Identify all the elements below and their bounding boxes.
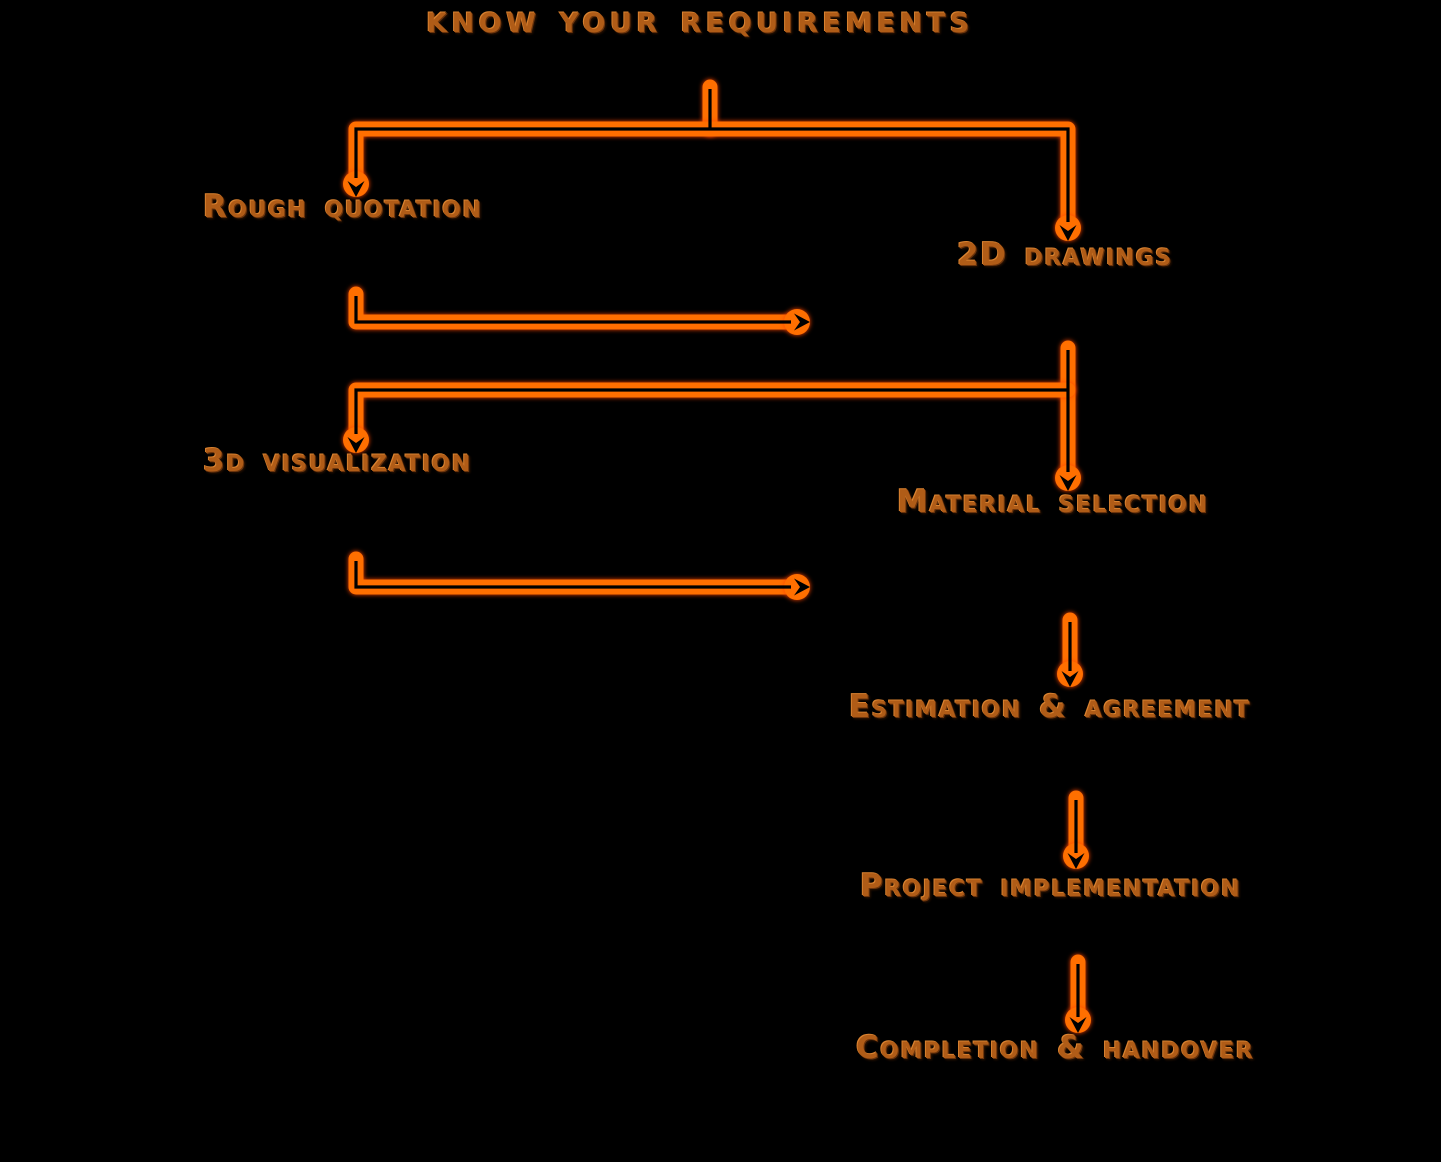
arrow-visualization-next [348,551,810,600]
node-know-your-requirements: KNOW YOUR REQUIREMENTS [426,8,974,39]
node-rough-quotation: Rough quotation [203,189,483,225]
node-material-selection: Material selection [897,484,1209,520]
node-2d-drawings: 2D drawings [957,237,1173,273]
arrow-estimation-to-implementation [1063,790,1089,869]
node-3d-visualization: 3d visualization [203,443,472,479]
arrow-implementation-to-completion [1065,954,1091,1033]
arrow-drawings-split [343,340,1081,491]
node-completion-handover: Completion & handover [856,1030,1255,1066]
node-estimation-agreement: Estimation & agreement [849,689,1251,725]
arrow-material-to-estimation [1057,612,1083,687]
arrow-requirements-split [343,79,1081,241]
arrow-rough-quotation-next [348,286,810,335]
node-project-implementation: Project implementation [860,868,1242,904]
